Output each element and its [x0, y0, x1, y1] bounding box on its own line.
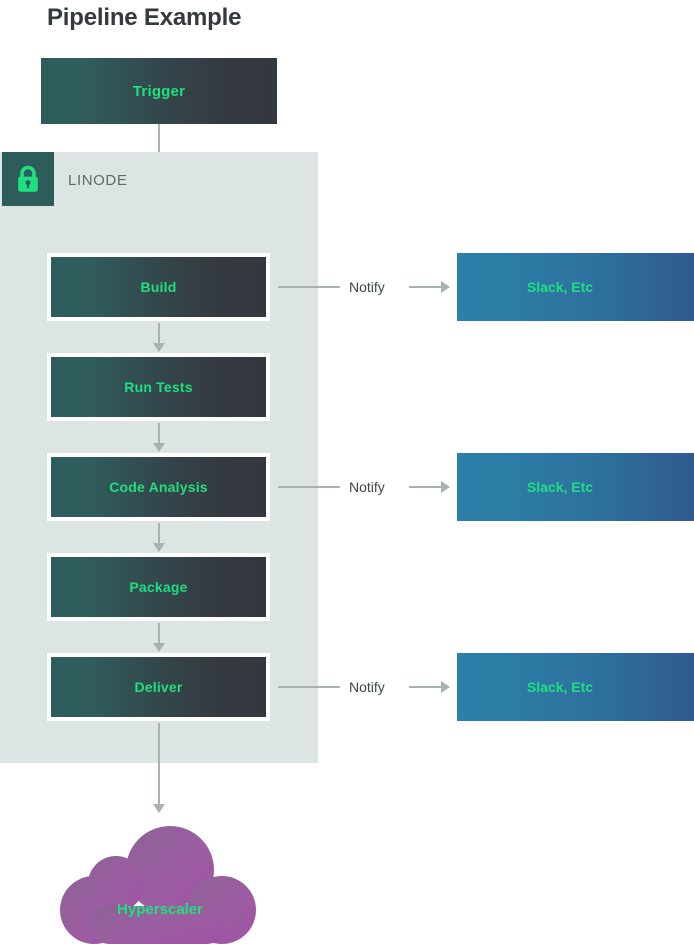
connector-deliver-to-hyperscaler-arrowhead: [153, 804, 165, 813]
connector-notify-to-slack-2-arrowhead: [441, 481, 450, 493]
node-slack-3[interactable]: Slack, Etc: [457, 653, 694, 721]
page-title: Pipeline Example: [47, 4, 242, 31]
connector-build-to-run-tests-arrowhead: [153, 343, 165, 352]
node-slack-1[interactable]: Slack, Etc: [457, 253, 694, 321]
node-trigger[interactable]: Trigger: [41, 58, 277, 124]
connector-code-analysis-to-notify: [278, 486, 340, 488]
connector-run-tests-to-code-analysis-arrowhead: [153, 443, 165, 452]
linode-panel-label: LINODE: [68, 172, 128, 189]
node-code-analysis-label: Code Analysis: [109, 479, 208, 495]
connector-notify-to-slack-3-arrowhead: [441, 681, 450, 693]
connector-build-to-run-tests: [158, 323, 160, 345]
node-hyperscaler[interactable]: Hyperscaler: [50, 822, 270, 944]
cloud-icon: [60, 826, 256, 944]
node-slack-2-label: Slack, Etc: [526, 479, 594, 495]
node-build-label: Build: [140, 279, 177, 295]
node-run-tests-label: Run Tests: [124, 379, 193, 395]
notify-label-2: Notify: [349, 479, 385, 495]
connector-notify-to-slack-1: [409, 286, 442, 288]
connector-package-to-deliver-arrowhead: [153, 643, 165, 652]
notify-label-1: Notify: [349, 279, 385, 295]
connector-notify-to-slack-3: [409, 686, 442, 688]
node-slack-3-label: Slack, Etc: [526, 679, 594, 695]
connector-build-to-notify: [278, 286, 340, 288]
node-package-label: Package: [129, 579, 188, 595]
connector-code-analysis-to-package: [158, 523, 160, 545]
connector-code-analysis-to-package-arrowhead: [153, 543, 165, 552]
node-deliver-label: Deliver: [134, 679, 183, 695]
node-slack-1-label: Slack, Etc: [526, 279, 594, 295]
node-slack-2[interactable]: Slack, Etc: [457, 453, 694, 521]
node-deliver[interactable]: Deliver: [47, 653, 270, 721]
node-package[interactable]: Package: [47, 553, 270, 621]
notify-label-3: Notify: [349, 679, 385, 695]
node-trigger-label: Trigger: [132, 82, 186, 100]
connector-package-to-deliver: [158, 623, 160, 645]
node-build[interactable]: Build: [47, 253, 270, 321]
connector-deliver-to-hyperscaler: [158, 723, 160, 806]
connector-run-tests-to-code-analysis: [158, 423, 160, 445]
node-code-analysis[interactable]: Code Analysis: [47, 453, 270, 521]
connector-notify-to-slack-2: [409, 486, 442, 488]
lock-icon: [2, 152, 54, 206]
connector-deliver-to-notify: [278, 686, 340, 688]
node-hyperscaler-label: Hyperscaler: [117, 900, 203, 918]
node-run-tests[interactable]: Run Tests: [47, 353, 270, 421]
connector-notify-to-slack-1-arrowhead: [441, 281, 450, 293]
